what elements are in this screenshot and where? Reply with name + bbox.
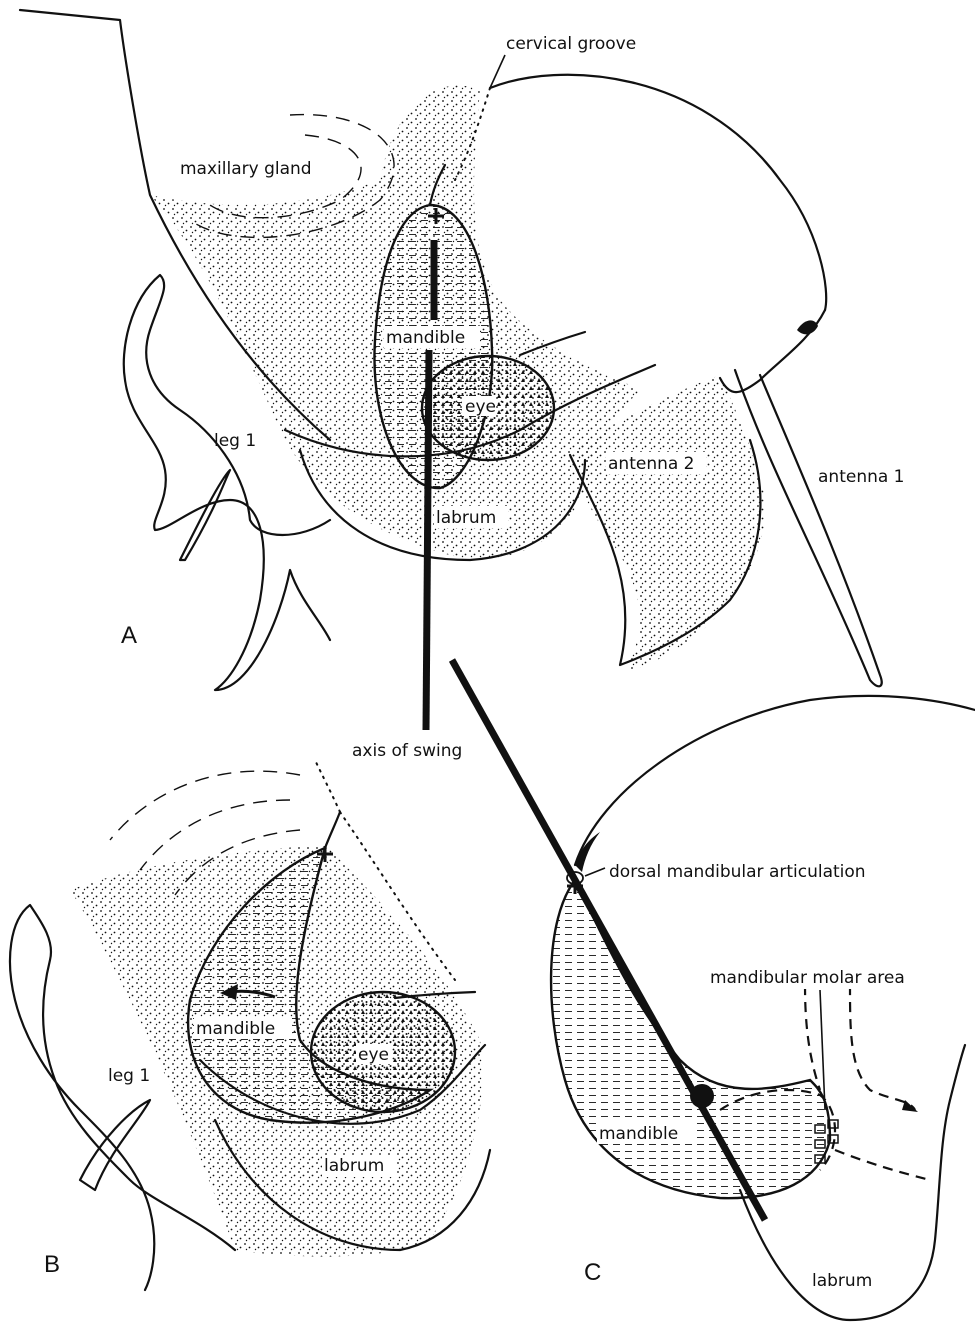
label-leg1-b: leg 1: [108, 1066, 150, 1086]
label-maxillary-gland: maxillary gland: [180, 159, 312, 179]
label-labrum-c: labrum: [812, 1271, 872, 1291]
panel-a-drawing: [20, 10, 882, 690]
label-eye-b: eye: [358, 1045, 389, 1065]
label-mandibular-molar-area: mandibular molar area: [710, 968, 905, 988]
label-labrum-a: labrum: [436, 508, 496, 528]
molar-dashed-right: [850, 985, 915, 1110]
label-mandible-c: mandible: [599, 1124, 678, 1144]
label-eye-a: eye: [465, 397, 496, 417]
panel-label-a: A: [121, 622, 137, 649]
dorsal-articulation-pointer: [585, 868, 605, 876]
label-cervical-groove: cervical groove: [506, 34, 636, 54]
mandible-c-shape: [551, 880, 830, 1198]
label-leg1-a: leg 1: [214, 431, 256, 451]
maxillary-gland-b: [110, 771, 300, 840]
head-top-outline: [490, 75, 826, 310]
panel-label-b: B: [44, 1251, 60, 1278]
label-dorsal-mandibular-articulation: dorsal mandibular articulation: [609, 862, 866, 882]
label-mandible-a: mandible: [386, 328, 465, 348]
label-antenna1: antenna 1: [818, 467, 905, 487]
panel-label-c: C: [584, 1259, 601, 1286]
cervical-b-dots: [315, 760, 340, 812]
antenna1-tip-dot: [797, 320, 818, 334]
label-labrum-b: labrum: [324, 1156, 384, 1176]
label-axis-of-swing: axis of swing: [352, 741, 462, 761]
ventral-condyle-dot: [690, 1084, 714, 1108]
label-antenna2: antenna 2: [608, 454, 695, 474]
axis-of-swing-a-lower: [426, 350, 429, 730]
leg1-b-inner: [80, 1100, 150, 1190]
molar-dashed-left: [805, 985, 820, 1090]
molar-dashed-lower: [835, 1150, 930, 1180]
label-mandible-b: mandible: [196, 1019, 275, 1039]
mandible-b-tip: [325, 812, 340, 848]
panel-c-drawing: [551, 696, 975, 1320]
head-c-outline: [575, 696, 975, 865]
